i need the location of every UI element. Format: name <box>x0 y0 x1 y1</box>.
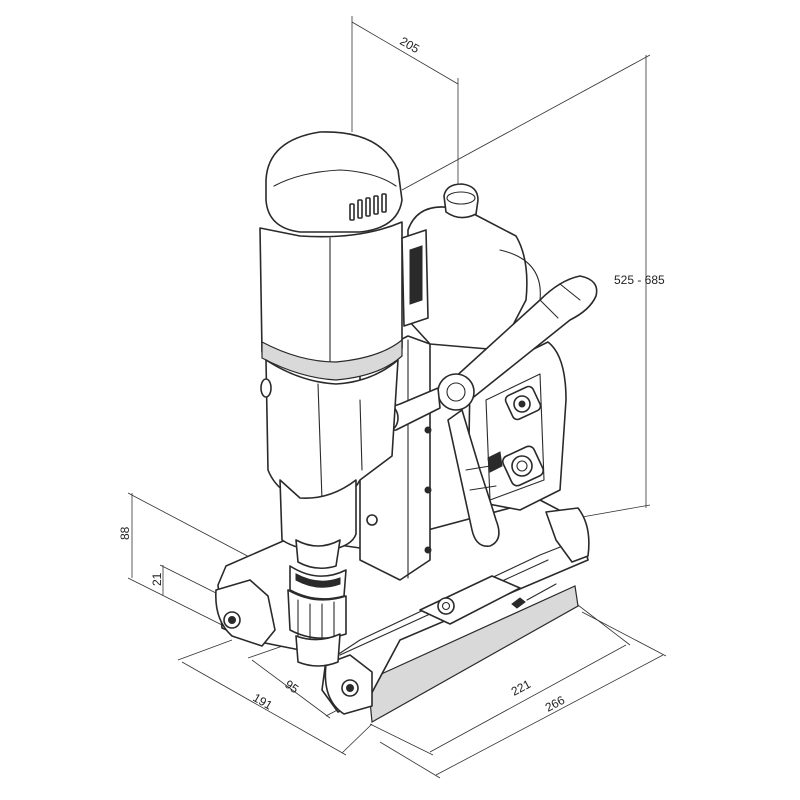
feed-handle-grip-line <box>539 299 559 319</box>
column-bolt-1 <box>424 426 432 434</box>
feed-hub[interactable] <box>437 373 475 411</box>
feed-handle-lower-ring-2 <box>469 485 497 491</box>
feed-handle-grip-line-2 <box>559 283 581 301</box>
left-foot <box>215 579 276 647</box>
rear-housing <box>407 206 528 351</box>
dim-266-line <box>435 654 664 776</box>
magnet-switch-button[interactable] <box>511 455 533 477</box>
top-cap <box>443 183 479 219</box>
dim-height-ext-top <box>401 54 651 191</box>
gearbox-side-line <box>359 399 363 471</box>
motor <box>259 131 429 570</box>
dim-95-line <box>251 659 331 719</box>
motor-body-upper <box>259 221 403 373</box>
motor-band <box>261 338 403 381</box>
dim-label-88: 88 <box>118 526 132 540</box>
chuck-dark-ring <box>295 573 341 588</box>
dim-label-21: 21 <box>150 572 164 586</box>
panel-label-plate <box>487 451 503 473</box>
spindle-collar <box>295 539 341 570</box>
motor-side-switch-slot <box>409 245 423 305</box>
chuck-tip <box>295 633 341 667</box>
brand-logo-icon <box>511 597 526 609</box>
base-plate <box>367 585 579 723</box>
dim-label-266: 266 <box>543 693 568 715</box>
front-screw-center <box>346 684 354 692</box>
column-bolt-2 <box>424 486 432 494</box>
vent-slot-1 <box>349 203 355 221</box>
vent-slot-5 <box>381 193 387 213</box>
dim-221-line <box>429 644 627 753</box>
dim-88-ext-bottom <box>127 577 223 626</box>
dim-205-line <box>351 21 459 85</box>
top-cap-ring <box>446 191 476 205</box>
right-foot <box>545 507 590 563</box>
dim-21-ext <box>159 564 227 599</box>
feed-hub-center <box>446 382 466 402</box>
dim-191-line <box>181 661 347 756</box>
vent-slot-2 <box>357 199 363 219</box>
dim-191-ext-left <box>177 639 233 661</box>
chuck-body <box>287 589 347 639</box>
vent-slots-icon <box>349 193 387 221</box>
level-knob-icon <box>437 597 455 615</box>
arbor-clip <box>366 514 378 526</box>
dim-label-191: 191 <box>251 690 276 712</box>
control-housing <box>407 183 567 511</box>
gearbox-side-knob <box>260 378 272 398</box>
left-screw-center <box>228 616 236 624</box>
dim-266-ext-right <box>581 611 667 657</box>
motor-cap-edge <box>273 169 397 187</box>
dim-label-height: 525 - 685 <box>614 273 665 287</box>
dim-label-205: 205 <box>397 34 422 56</box>
dim-label-95: 95 <box>282 677 301 696</box>
feed-handle-lower-ring-1 <box>465 465 491 471</box>
column-bolt-3 <box>424 546 432 554</box>
dim-191-ext-right <box>341 723 373 754</box>
brand-text-mark <box>526 583 557 601</box>
vent-slot-4 <box>373 195 379 215</box>
dim-221-ext-left <box>369 723 434 756</box>
magnet-switch-ring <box>516 460 528 472</box>
gearbox-edge <box>317 383 323 501</box>
motor-switch-dot <box>518 400 526 408</box>
dim-266-ext-left <box>379 741 441 779</box>
dim-88-ext-top <box>127 492 256 561</box>
vent-slot-3 <box>365 197 371 217</box>
feed-handle-arm-lower[interactable] <box>447 409 500 547</box>
dim-label-221: 221 <box>509 677 534 699</box>
level-knob-center <box>441 601 451 611</box>
motor-top-cap <box>265 131 403 233</box>
feed-handle-arm-upper[interactable] <box>451 275 598 401</box>
dim-221-ext-right <box>573 601 631 646</box>
chuck <box>287 565 347 667</box>
